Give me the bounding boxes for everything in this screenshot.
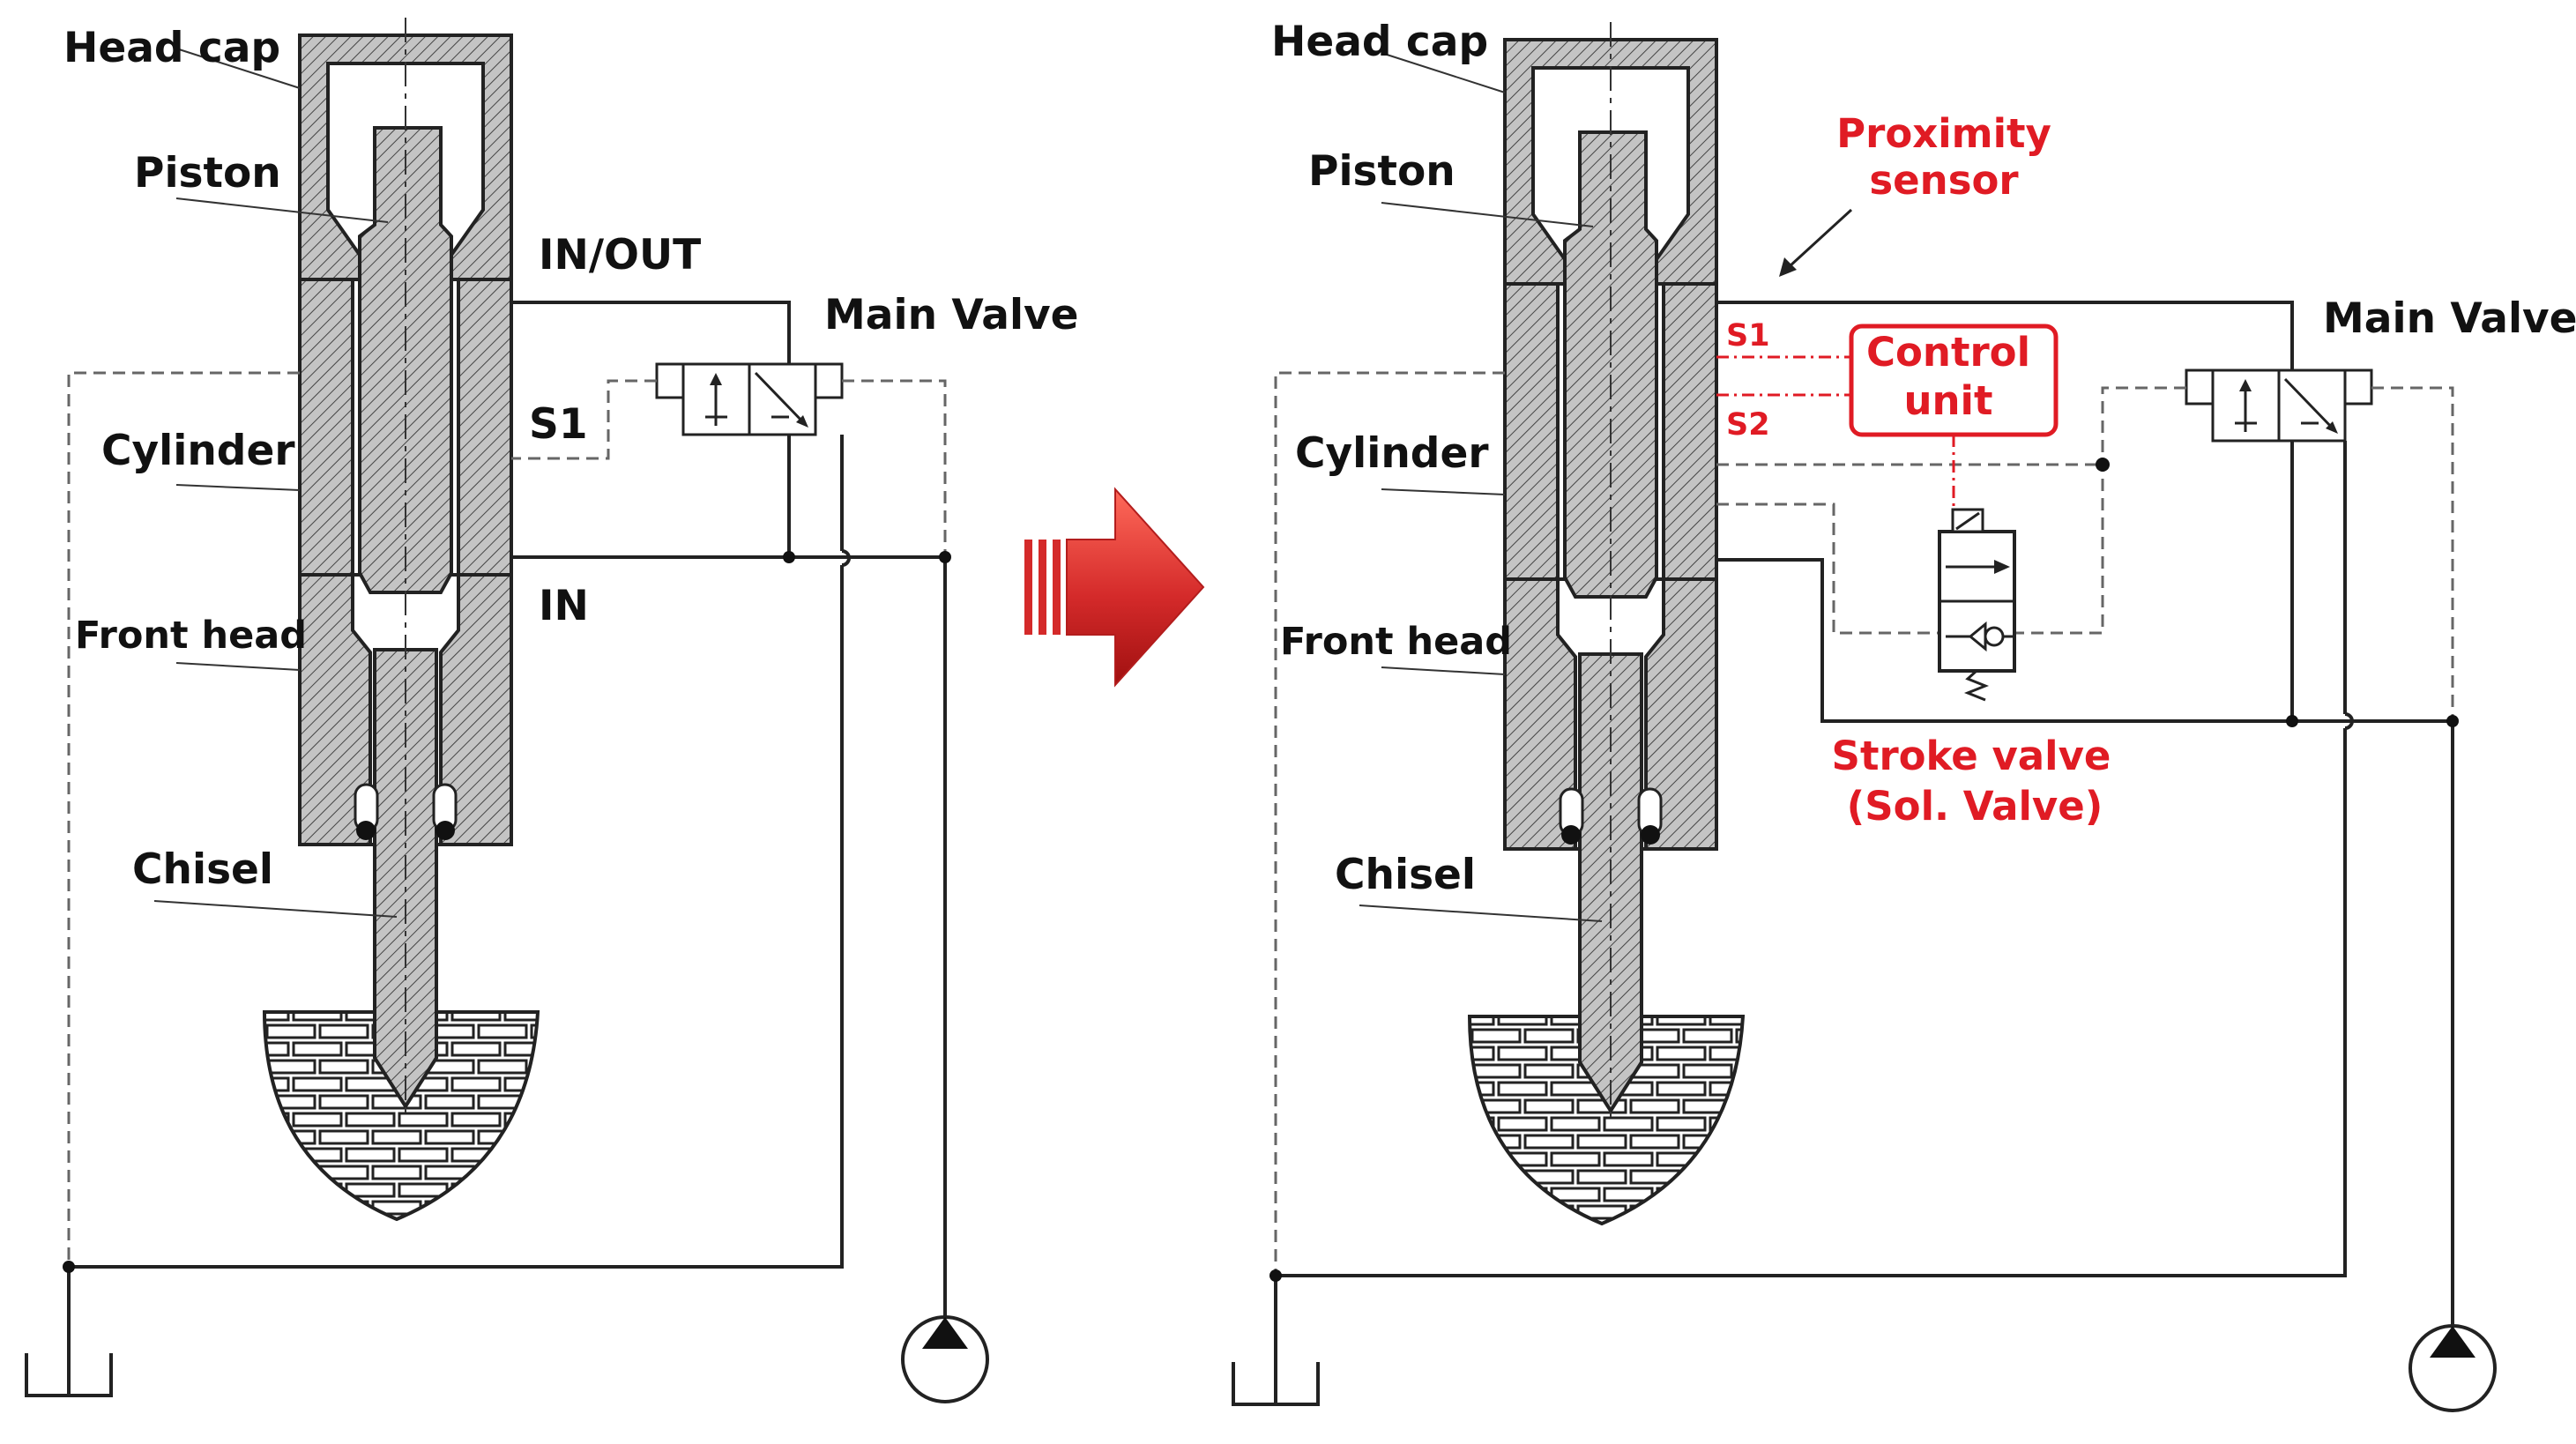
tank-symbol <box>1232 1329 1320 1406</box>
junction-dot <box>2446 715 2459 727</box>
label-piston: Piston <box>1308 147 1456 196</box>
label-control-unit-line2: unit <box>1903 377 1992 424</box>
junction-dot <box>939 551 951 563</box>
label-front-head: Front head <box>1280 620 1512 664</box>
junction-dot <box>783 551 795 563</box>
label-head-cap: Head cap <box>1271 18 1488 66</box>
signal-lines <box>1716 355 1955 510</box>
label-head-cap: Head cap <box>63 24 280 72</box>
main-valve-symbol <box>655 362 844 436</box>
left-diagram: Head cap Piston Cylinder Front head Chis… <box>25 16 1079 1403</box>
junction-dot <box>63 1261 75 1273</box>
label-s1: S1 <box>1726 318 1770 354</box>
label-proximity-sensor-line2: sensor <box>1869 157 2019 204</box>
label-piston: Piston <box>134 149 281 197</box>
label-cylinder: Cylinder <box>1295 429 1489 478</box>
label-cylinder: Cylinder <box>101 427 295 475</box>
left-pilot-lines <box>67 371 947 1267</box>
pump-symbol <box>2408 1324 2497 1412</box>
right-pilot-lines <box>1274 371 2454 1276</box>
tank-symbol <box>25 1321 113 1397</box>
label-s2: S2 <box>1726 407 1770 443</box>
label-s1: S1 <box>529 400 588 449</box>
junction-dot <box>2286 715 2298 727</box>
proximity-pointer <box>1779 208 1853 277</box>
label-in: IN <box>539 582 589 630</box>
junction-dot <box>2096 458 2110 472</box>
junction-dot <box>1269 1269 1282 1282</box>
right-diagram: Head cap Piston Cylinder Front head Chis… <box>1232 18 2576 1412</box>
label-front-head: Front head <box>75 614 307 658</box>
label-in-out: IN/OUT <box>539 231 701 279</box>
label-chisel: Chisel <box>1335 851 1476 899</box>
label-control-unit-line1: Control <box>1866 329 2030 376</box>
label-main-valve: Main Valve <box>824 291 1079 339</box>
label-main-valve: Main Valve <box>2323 294 2576 343</box>
main-valve-symbol <box>2185 368 2373 443</box>
label-stroke-valve-line1: Stroke valve <box>1832 733 2111 779</box>
right-hydraulic-lines <box>1274 301 2454 1331</box>
transition-arrow <box>1024 487 1205 688</box>
label-proximity-sensor-line1: Proximity <box>1836 110 2051 157</box>
label-stroke-valve-line2: (Sol. Valve) <box>1847 783 2103 830</box>
label-chisel: Chisel <box>132 845 273 894</box>
stroke-valve-symbol <box>1938 508 2016 702</box>
pump-symbol <box>901 1315 989 1403</box>
